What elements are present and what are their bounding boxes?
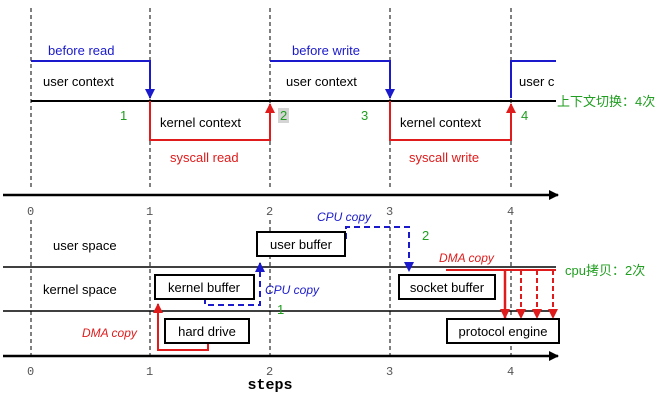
bottom-axis-tick-4: 4: [507, 365, 514, 379]
bottom-axis-tick-2: 2: [266, 365, 273, 379]
bottom-axis-tick-0: 0: [27, 365, 34, 379]
dma-copy-label-right: DMA copy: [439, 251, 495, 265]
kernel-context-path-1: [149, 101, 275, 141]
before-read-label: before read: [48, 43, 115, 58]
copy-marker-2: 2: [422, 228, 429, 243]
cpu-copy-label-bottom: CPU copy: [265, 283, 320, 297]
protocol-engine-box: protocol engine: [446, 318, 560, 344]
user-context-path-2: [270, 60, 395, 99]
switch-marker-2-highlight: [278, 108, 289, 123]
hard-drive-label: hard drive: [178, 324, 236, 339]
kernel-buffer-label: kernel buffer: [168, 280, 241, 295]
kernel-buffer-box: kernel buffer: [154, 274, 255, 300]
user-context-label-1: user context: [43, 74, 114, 89]
top-axis-tick-1: 1: [146, 205, 153, 219]
switch-marker-4: 4: [521, 108, 528, 123]
steps-label: steps: [247, 377, 292, 394]
dma-copy-path-1: [153, 303, 209, 351]
switch-marker-1: 1: [120, 108, 127, 123]
copy-marker-1: 1: [277, 302, 284, 317]
kernel-space-label: kernel space: [43, 282, 117, 297]
socket-buffer-box: socket buffer: [398, 274, 496, 300]
bottom-axis-tick-1: 1: [146, 365, 153, 379]
user-context-path-3: [510, 60, 556, 98]
top-axis-tick-2: 2: [266, 205, 273, 219]
cpu-copy-summary: cpu拷贝：2次: [565, 263, 645, 278]
switch-marker-3: 3: [361, 108, 368, 123]
cpu-copy-path-1: [204, 262, 265, 306]
cpu-copy-label-top: CPU copy: [317, 210, 372, 224]
user-buffer-label: user buffer: [270, 237, 333, 252]
hard-drive-box: hard drive: [164, 318, 250, 344]
syscall-read-label: syscall read: [170, 150, 239, 165]
dma-copy-label-left: DMA copy: [82, 326, 138, 340]
user-context-path-1: [31, 60, 155, 99]
top-axis-tick-0: 0: [27, 205, 34, 219]
user-context-label-2: user context: [286, 74, 357, 89]
top-time-axis: 0 1 2 3 4: [3, 190, 559, 219]
user-space-label: user space: [53, 238, 117, 253]
kernel-context-label-2: kernel context: [400, 115, 481, 130]
bottom-axis-tick-3: 3: [386, 365, 393, 379]
user-buffer-box: user buffer: [256, 231, 346, 257]
before-write-label: before write: [292, 43, 360, 58]
top-axis-tick-3: 3: [386, 205, 393, 219]
top-axis-tick-4: 4: [507, 205, 514, 219]
kernel-context-label-1: kernel context: [160, 115, 241, 130]
protocol-engine-label: protocol engine: [459, 324, 548, 339]
switch-marker-2: 2: [280, 108, 287, 123]
syscall-write-label: syscall write: [409, 150, 479, 165]
user-context-label-3: user c: [519, 74, 555, 89]
socket-buffer-label: socket buffer: [410, 280, 485, 295]
dma-copy-path-2: [446, 269, 556, 271]
bottom-time-axis: 0 1 2 3 4 steps: [3, 351, 559, 394]
context-timeline: before read before write user context us…: [30, 8, 655, 190]
copy-diagram: user space kernel space user buffer kern…: [3, 210, 645, 360]
context-switch-summary: 上下文切换：4次: [557, 94, 655, 109]
kernel-context-path-2: [389, 101, 516, 141]
